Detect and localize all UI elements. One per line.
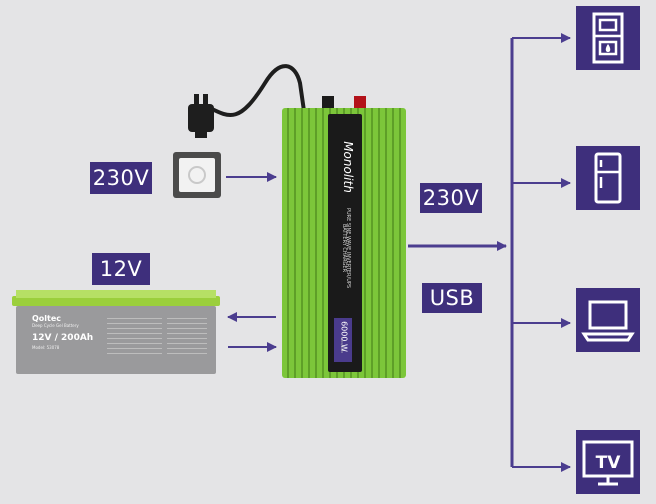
battery-model: Model: 53078 [32,345,60,350]
usb-label: USB [422,283,482,313]
tv-device: TV [576,430,640,494]
laptop-icon [581,300,635,342]
battery-rating: 12V / 200Ah [32,333,94,343]
fridge-device [576,146,640,210]
battery-type: Deep Cycle Gel Battery [32,323,79,328]
inverter-power-rating: 6000 W [334,318,352,362]
wall-socket [173,152,221,198]
boiler-device [576,6,640,70]
mains-plug-icon [188,64,307,138]
fridge-icon [594,152,622,204]
battery-brand: Qoltec [32,314,62,323]
tv-icon: TV [582,440,634,486]
boiler-icon [592,12,624,64]
output-voltage-label: 230V [420,183,482,213]
tv-text: TV [596,453,622,473]
laptop-device [576,288,640,352]
inverter: Monolith PURE SINE WAVE INVERTER/UPS BAT… [282,96,406,378]
battery: Qoltec Deep Cycle Gel Battery 12V / 200A… [12,290,220,378]
battery-voltage-label: 12V [92,253,150,285]
wall-voltage-label: 230V [90,162,152,194]
